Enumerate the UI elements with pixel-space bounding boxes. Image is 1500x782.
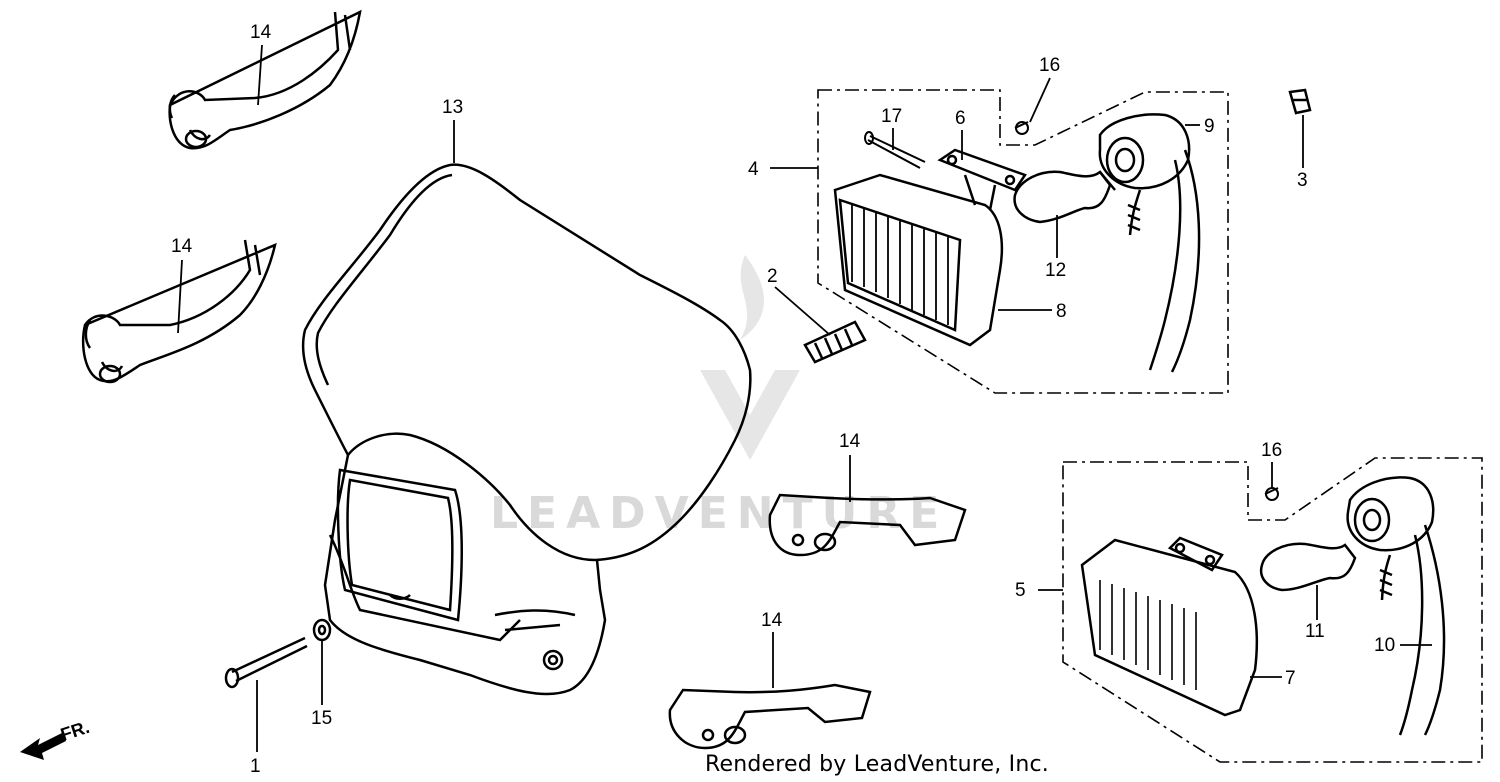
bracket-center (768, 493, 967, 557)
bulb-12 (1013, 170, 1116, 224)
callout-11: 11 (1305, 621, 1325, 642)
assembly-4-outline (817, 89, 1229, 394)
front-direction-indicator: FR. (20, 717, 92, 760)
callout-16: 16 (1261, 440, 1282, 461)
callout-3: 3 (1297, 170, 1308, 191)
socket-9 (1098, 113, 1201, 373)
assembly-5-outline (1062, 457, 1483, 763)
callout-5: 5 (1015, 580, 1026, 601)
callout-13: 13 (442, 97, 463, 118)
watermark: LEADVENTURE (490, 255, 948, 539)
footer-credit: Rendered by LeadVenture, Inc. (705, 752, 1049, 777)
callouts: 14 14 13 17 6 16 9 4 3 2 12 8 14 16 5 11… (171, 22, 1395, 777)
callout-14: 14 (761, 610, 783, 631)
callout-9: 9 (1204, 116, 1215, 137)
front-label: FR. (58, 717, 92, 745)
bulb-11 (1259, 542, 1357, 592)
callout-7: 7 (1285, 668, 1296, 689)
callout-16: 16 (1039, 55, 1060, 76)
callout-8: 8 (1056, 301, 1067, 322)
watermark-logo (700, 255, 800, 460)
bracket-mid-left (81, 239, 277, 384)
stud-2 (803, 320, 867, 364)
headlight-cowl (301, 163, 752, 696)
callout-10: 10 (1374, 635, 1395, 656)
callout-14: 14 (171, 236, 193, 257)
front-arrow-icon (20, 733, 66, 760)
headlight-upper (833, 148, 1027, 347)
callout-14: 14 (250, 22, 272, 43)
bolt-1 (224, 636, 308, 689)
callout-15: 15 (311, 708, 332, 729)
socket-10 (1346, 476, 1446, 736)
callout-2: 2 (767, 266, 778, 287)
screw-16-lower (1264, 487, 1279, 501)
callout-12: 12 (1045, 260, 1066, 281)
callout-6: 6 (955, 108, 966, 129)
collar-15 (312, 618, 332, 642)
screw-16-upper (1014, 121, 1029, 135)
headlight-lower (1080, 536, 1259, 717)
screw-17 (864, 131, 926, 169)
clip-3 (1288, 88, 1312, 115)
leader-lines (177, 44, 1432, 752)
callout-17: 17 (881, 106, 902, 127)
watermark-text: LEADVENTURE (490, 488, 948, 539)
bracket-lower-center (668, 683, 872, 750)
bracket-upper-left (168, 9, 362, 150)
callout-1: 1 (250, 756, 261, 777)
callout-4: 4 (748, 159, 759, 180)
callout-14: 14 (839, 431, 861, 452)
